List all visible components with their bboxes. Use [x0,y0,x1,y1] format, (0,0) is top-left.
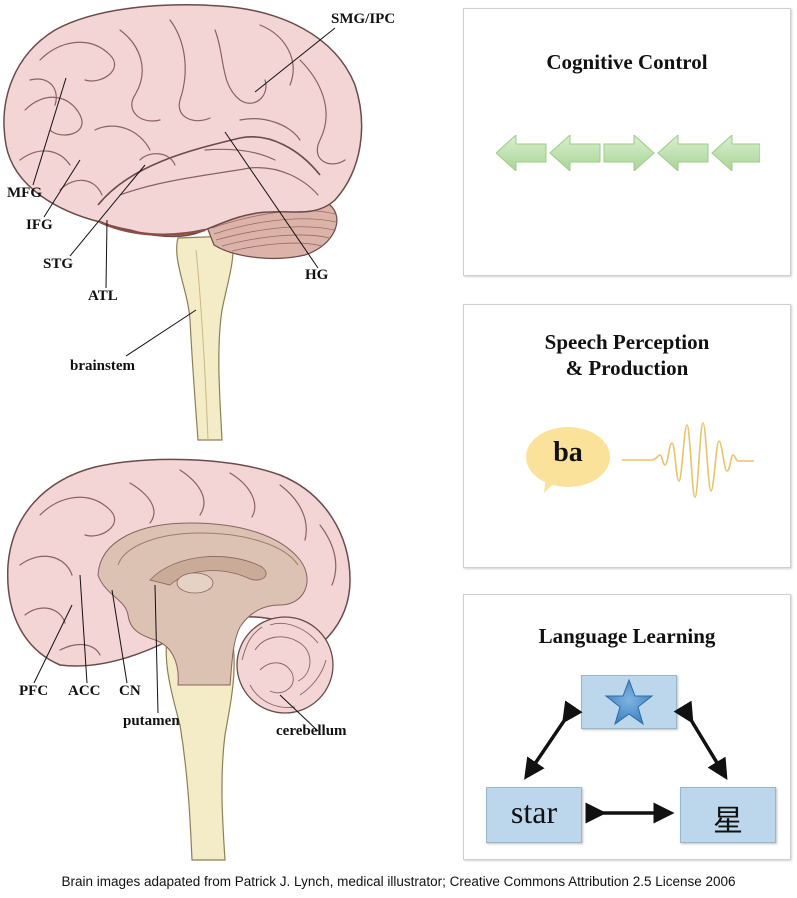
brainstem-shape [176,235,234,441]
english-word-text: star [510,794,558,830]
lateral-brain-illustration [3,4,363,441]
english-word-box: star [486,787,582,843]
flanker-arrows [496,135,760,171]
cognitive-control-title: Cognitive Control [546,50,708,74]
language-learning-title: Language Learning [538,624,716,648]
speech-bubble-text: ba [553,437,583,468]
label-ifg: IFG [26,217,53,233]
arrow-left-icon [549,135,601,171]
star-icon [604,678,654,726]
label-cn: CN [119,683,141,699]
chinese-word-text: 星 [713,804,743,839]
chinese-word-box: 星 [680,787,776,843]
language-learning-panel: Language Learning star 星 [463,594,791,860]
image-credit: Brain images adapated from Patrick J. Ly… [61,874,736,889]
arrow-star-to-chinese-icon [673,700,728,780]
medial-brain-illustration [6,458,351,861]
speech-panel: Speech Perception & Production ba [463,304,791,568]
sound-wave-icon [622,422,754,498]
arrow-star-to-english-icon [524,700,583,780]
label-brainstem: brainstem [70,358,135,374]
arrow-left-icon [657,135,709,171]
speech-title-line1: Speech Perception [544,330,710,354]
association-arrows [524,700,728,824]
label-smg-ipc: SMG/IPC [331,11,396,27]
label-acc: ACC [68,683,101,699]
label-putamen: putamen [123,713,180,729]
label-hg: HG [305,267,329,283]
arrow-right-icon [603,135,655,171]
star-picture-box [581,675,677,729]
cognitive-control-panel: Cognitive Control [463,8,791,276]
label-mfg: MFG [7,185,42,201]
cortex-shape [3,4,363,238]
label-pfc: PFC [19,683,49,699]
speech-bubble-icon [526,427,610,493]
arrow-left-icon [711,135,760,171]
speech-title-line2: & Production [565,356,689,380]
label-atl: ATL [88,288,118,304]
arrow-left-icon [496,135,547,171]
label-cerebellum: cerebellum [276,723,347,739]
label-stg: STG [43,256,74,272]
